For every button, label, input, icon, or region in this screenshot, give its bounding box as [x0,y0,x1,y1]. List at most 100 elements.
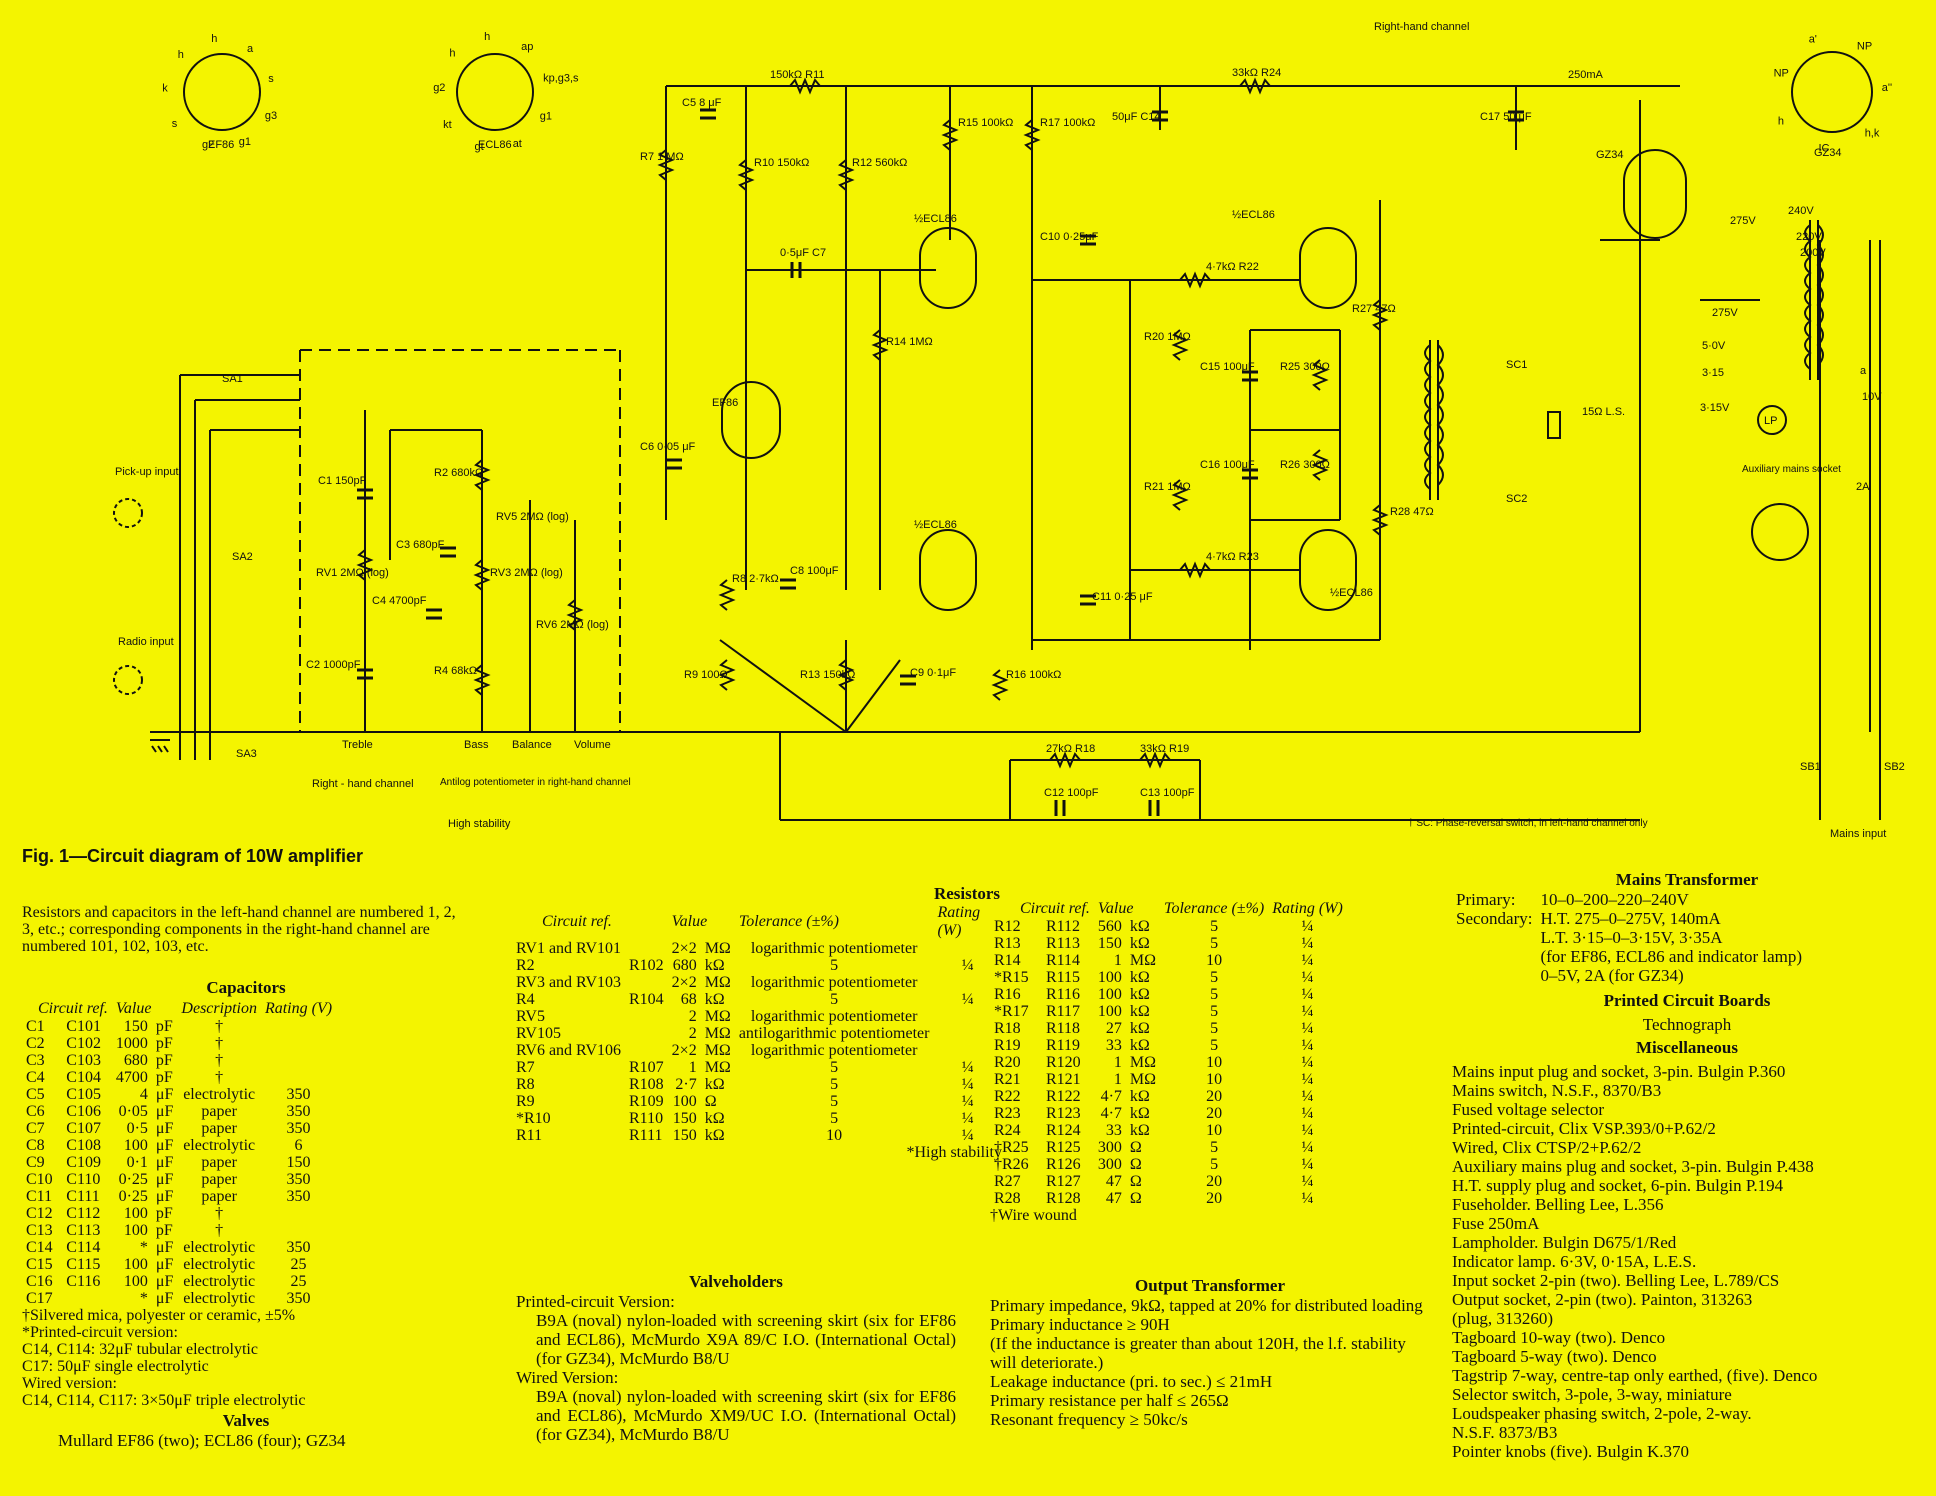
capacitor-row-cell: pF [155,1069,173,1086]
antilog-note: Antilog potentiometer in right-hand chan… [440,777,631,788]
resistors-table-right: Circuit ref. Value Tolerance (±%) Rating… [990,900,1347,1207]
resistor-row-cell: ¼ [1301,1156,1314,1173]
socket-pin-label: s [172,118,178,130]
resistor-row-cell: R124 [1045,1122,1081,1139]
sc-note: † SC: Phase-reversal switch, in left-han… [1408,818,1648,829]
capacitor-row-cell: electrolytic [183,1137,256,1154]
ecl86-valve-4-label: ½ECL86 [1330,587,1373,599]
capacitor-row-cell: 0·25 [118,1188,148,1205]
resistor-row-cell: R108 [629,1076,664,1093]
t315a-label: 3·15 [1702,367,1724,379]
resistor-row-cell: R18 [994,1020,1021,1037]
resistor-row-cell: †R25 [994,1139,1029,1156]
r21-label: R21 1MΩ [1144,481,1191,493]
capacitor-row-cell: 350 [286,1103,311,1120]
ecl86-valve-3-label: ½ECL86 [1232,209,1275,221]
resistor-row-cell: 5 [830,957,839,974]
capacitor-row-cell: 6 [294,1137,303,1154]
socket-pin-label: h [178,49,184,61]
valveholders-title: Valveholders [689,1272,783,1291]
resistor-row-cell: 5 [1210,1156,1219,1173]
capacitor-row-cell: C14 [26,1239,53,1256]
t275a-label: 275V [1730,215,1756,227]
capacitor-row-cell: C116 [66,1273,101,1290]
secondary-label: Secondary: [1456,909,1533,928]
resistor-row-cell: R8 [516,1076,535,1093]
r14-label: R14 1MΩ [886,336,933,348]
capacitor-row-cell: 350 [286,1239,311,1256]
capacitor-row-cell: 100 [123,1205,148,1222]
resistor-row-cell: 5 [1210,1003,1219,1020]
output-transformer-line: Resonant frequency ≥ 50kc/s [990,1410,1188,1429]
capacitor-row-cell: C110 [66,1171,101,1188]
capacitor-row-cell: 0·1 [126,1154,148,1171]
sb2-label: SB2 [1884,761,1905,773]
resistor-row-cell: *R17 [994,1003,1029,1020]
r22-label: 4·7kΩ R22 [1206,261,1259,273]
resistor-row-cell: ¼ [1301,1139,1314,1156]
rv5-label: RV5 2MΩ (log) [496,511,569,523]
misc-item: Loudspeaker phasing switch, 2-pole, 2-wa… [1452,1404,1752,1423]
resistor-row-cell: Ω [704,1093,717,1110]
resistor-row-cell: 300 [1097,1156,1122,1173]
ecl86-valve-1-label: ½ECL86 [914,213,957,225]
resistor-row-cell: kΩ [1129,935,1150,952]
bass-label: Bass [464,739,489,751]
resistor-row-cell: 100 [672,1093,697,1110]
capacitor-row-cell [261,1018,336,1035]
capacitor-row-cell: † [215,1018,224,1035]
resistor-row-cell: 47 [1105,1173,1122,1190]
valves-text: Mullard EF86 (two); ECL86 (four); GZ34 [58,1431,346,1450]
resistor-row-cell: ¼ [1301,1071,1314,1088]
capacitor-row-cell: 350 [286,1120,311,1137]
capacitor-row-cell: C113 [66,1222,101,1239]
lp-label: LP [1764,415,1777,427]
wire-wound-footnote: †Wire wound [990,1207,1077,1224]
right-column-section: Mains Transformer Primary: 10–0–200–220–… [1452,870,1922,1461]
mains-transformer-table: Primary: 10–0–200–220–240V Secondary: H.… [1452,890,1806,985]
capacitor-note: Wired version: [22,1375,117,1392]
capacitor-row-cell: C108 [66,1137,101,1154]
capacitor-row-cell: C103 [66,1052,101,1069]
resistor-row-cell: R102 [629,957,664,974]
resistor-row-cell: 5 [830,1076,839,1093]
resistors-left-section: Resistors Circuit ref. Value Tolerance (… [512,884,1002,1161]
capacitor-row-cell: 4 [139,1086,148,1103]
balance-label: Balance [512,739,552,751]
t200-label: 200V [1800,247,1826,259]
capacitor-row-cell: * [139,1290,148,1307]
r26-label: R26 300Ω [1280,459,1330,471]
resistor-row-cell: ¼ [961,1110,974,1127]
capacitor-row-cell: pF [155,1222,173,1239]
res2-header-rating: Rating (W) [1272,900,1343,917]
resistor-row-cell [625,1025,668,1042]
resistor-row-cell: R21 [994,1071,1021,1088]
resistor-row-cell: MΩ [704,1059,731,1076]
intro-text: Resistors and capacitors in the left-han… [22,904,456,955]
capacitor-row-cell: μF [155,1154,174,1171]
t240-label: 240V [1788,205,1814,217]
c4-label: C4 4700pF [372,595,427,607]
output-transformer-line: Leakage inductance (pri. to sec.) ≤ 21mH [990,1372,1273,1391]
resistor-row-cell: kΩ [704,957,725,974]
capacitors-title: Capacitors [206,978,286,997]
resistor-row-cell: ¼ [1301,969,1314,986]
ef86-valve-label: EF86 [712,397,738,409]
capacitor-row-cell: paper [201,1154,237,1171]
misc-item: (plug, 313260) [1452,1309,1554,1328]
ef86-socket-label: EF86 [208,139,234,151]
sc2-label: SC2 [1506,493,1527,505]
fuse2-label: 2A [1856,481,1870,493]
c14-label: 50μF C14 [1112,111,1161,123]
resistor-row-cell: R23 [994,1105,1021,1122]
resistor-row-cell: R14 [994,952,1021,969]
resistor-row-cell: R4 [516,991,535,1008]
capacitor-row-cell [261,1069,336,1086]
secondary-line: L.T. 3·15–0–3·15V, 3·35A [1540,928,1723,947]
capacitor-note: †Silvered mica, polyester or ceramic, ±5… [22,1307,296,1324]
